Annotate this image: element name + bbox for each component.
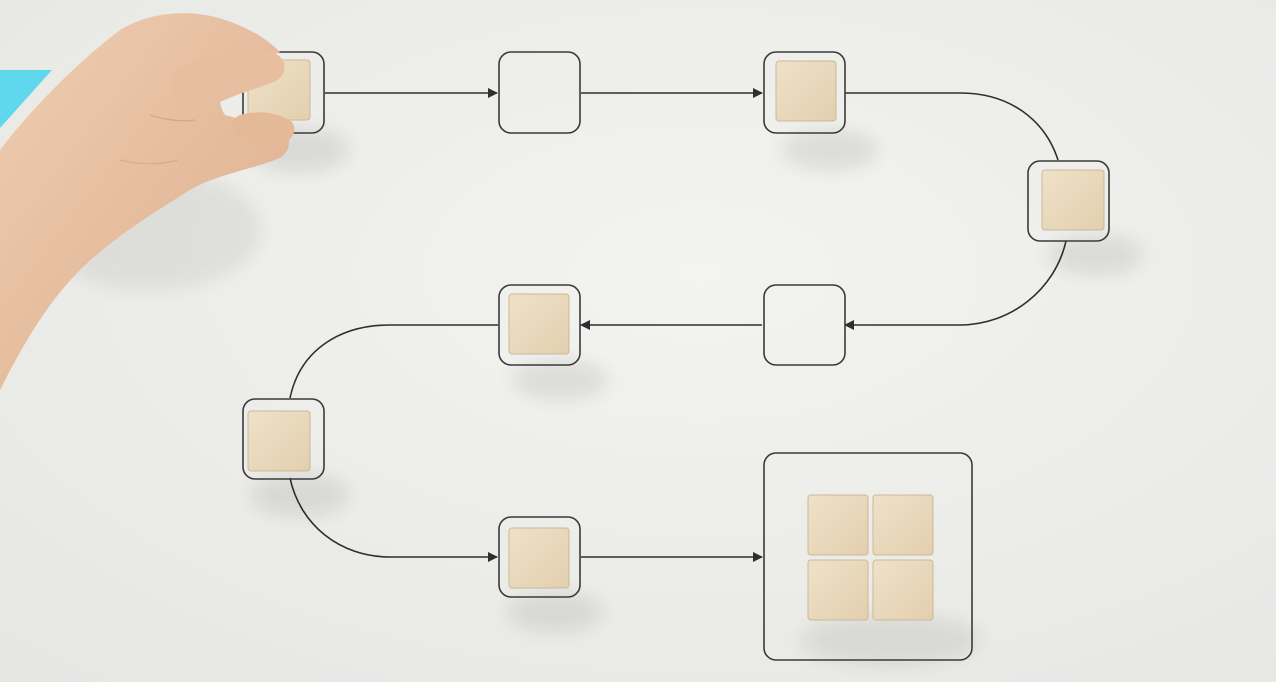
wood-block (775, 60, 837, 122)
step-outline (1027, 160, 1110, 242)
connector-6-7 (289, 324, 498, 399)
wood-block (807, 494, 869, 556)
step-3 (763, 51, 878, 170)
accent-corner (0, 70, 52, 128)
step-outline (242, 398, 325, 480)
wood-block (1041, 169, 1105, 231)
step-6 (498, 284, 608, 400)
wood-block (247, 410, 311, 472)
step-8 (498, 516, 603, 632)
step-final (763, 452, 980, 666)
finger (232, 112, 295, 146)
hand (0, 13, 295, 391)
step-outline (763, 51, 846, 134)
connector-3-4 (845, 92, 1059, 161)
connector-lines (289, 88, 1067, 562)
step-2 (498, 51, 581, 134)
step-outline (763, 284, 846, 366)
step-outline (498, 51, 581, 134)
step-7 (242, 398, 350, 517)
wood-block (807, 559, 869, 621)
step-outline (498, 284, 581, 366)
thumb (170, 49, 285, 113)
final-outline (763, 452, 973, 661)
step-outline (498, 516, 581, 598)
wood-block (872, 559, 934, 621)
wood-block (508, 293, 570, 355)
step-4 (1027, 160, 1143, 275)
step-5 (763, 284, 846, 366)
palm (0, 13, 289, 391)
wood-block (872, 494, 934, 556)
wood-block (508, 527, 570, 589)
